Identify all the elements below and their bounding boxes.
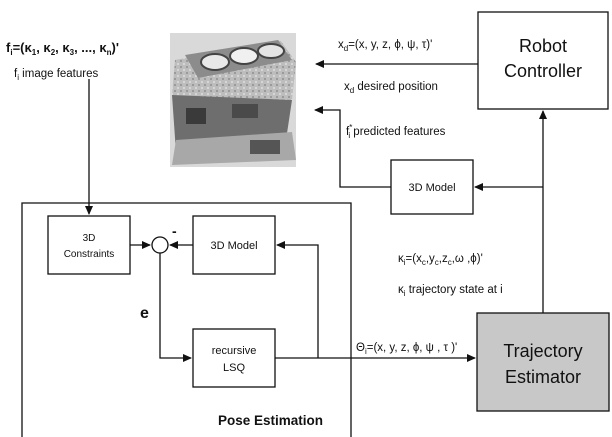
recursive-lsq-line2: LSQ	[223, 362, 245, 374]
error-label: e	[140, 305, 149, 322]
feature-vector-label: fi=(κ1, κ2, κ3, ..., κn)'	[6, 40, 119, 57]
3d-constraints-box	[47, 215, 131, 275]
theta-vector-label: Θi=(x, y, z, ϕ, ψ , τ )'	[356, 342, 457, 356]
desired-vector-label: xd=(x, y, z, ϕ, ψ, τ)'	[338, 39, 432, 53]
3d-constraints-line1: 3D	[83, 233, 96, 244]
kappa-vector-label: κi=(xc,yc,zc,ω ,ϕ)'	[398, 253, 483, 267]
arrow-feedback-to-model	[276, 241, 319, 358]
recursive-lsq-box	[192, 328, 276, 388]
pose-estimation-frame	[21, 202, 352, 437]
desired-position-label: xd desired position	[344, 81, 438, 95]
trajectory-estimator-box	[476, 312, 610, 412]
arrow-model-to-image	[314, 106, 391, 188]
engine-block-photo	[170, 33, 296, 167]
trajectory-estimator-line1: Trajectory	[503, 341, 582, 361]
pose-estimation-title: Pose Estimation	[218, 413, 323, 428]
3d-model-inner-label: 3D Model	[210, 240, 257, 252]
robot-controller-line1: Robot	[519, 36, 567, 56]
recursive-lsq-line1: recursive	[212, 345, 257, 357]
robot-controller-box	[477, 11, 609, 110]
minus-sign: -	[172, 223, 177, 239]
3d-constraints-line2: Constraints	[64, 249, 115, 260]
3d-model-top-label: 3D Model	[408, 182, 455, 194]
arrow-junction-to-lsq	[159, 253, 192, 362]
robot-controller-line2: Controller	[504, 61, 582, 81]
kappa-state-label: κi trajectory state at i	[398, 284, 503, 298]
summing-junction	[151, 236, 169, 254]
image-features-label: fi image features	[14, 68, 98, 82]
predicted-features-label: f*i predicted features	[346, 123, 446, 140]
trajectory-estimator-line2: Estimator	[505, 367, 581, 387]
